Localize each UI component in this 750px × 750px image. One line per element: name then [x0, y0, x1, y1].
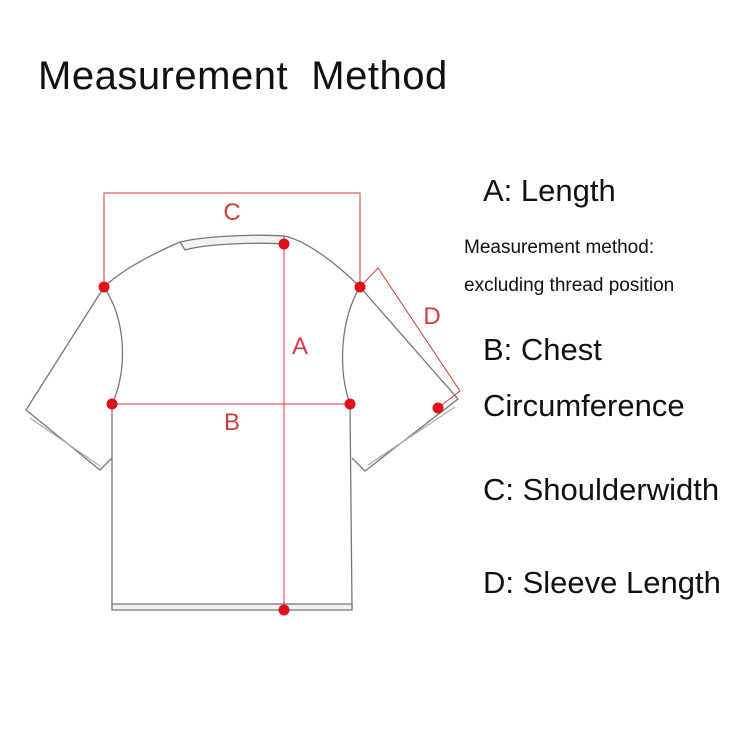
left-sleeve: [25, 286, 113, 471]
point-b-right: [344, 398, 356, 410]
page-title: Measurement Method: [38, 54, 448, 98]
label-d: D: [423, 303, 440, 330]
right-sleeve-hem: [367, 406, 456, 466]
legend-a-title: A: Length: [483, 173, 616, 208]
legend-b-title-line1: B: Chest: [483, 332, 602, 367]
left-armhole: [103, 286, 124, 405]
point-a-bottom: [278, 604, 290, 616]
point-b-left: [106, 398, 118, 410]
body-right-side: [349, 403, 353, 609]
collar: [178, 234, 285, 251]
label-c: C: [223, 199, 240, 226]
d-bracket: [359, 267, 461, 409]
tshirt-outline: [25, 234, 459, 611]
legend-a-note-line2: excluding thread position: [464, 275, 675, 296]
measurement-lines: [103, 192, 461, 610]
c-bracket: [103, 192, 361, 287]
body-hem: [111, 603, 353, 611]
right-shoulder: [283, 235, 361, 288]
left-shoulder: [103, 241, 181, 288]
point-a-top: [278, 238, 290, 250]
label-a: A: [292, 333, 308, 360]
legend-c-title: C: Shoulderwidth: [483, 472, 720, 507]
right-sleeve: [351, 286, 459, 472]
legend-d-title: D: Sleeve Length: [483, 565, 721, 600]
measurement-points: [98, 238, 444, 616]
right-armhole: [341, 286, 361, 405]
point-d-end: [432, 402, 444, 414]
point-c-right: [354, 281, 366, 293]
left-sleeve-hem: [29, 417, 101, 467]
legend-b-title-line2: Circumference: [483, 388, 685, 423]
legend-a-note-line1: Measurement method:: [464, 237, 655, 258]
label-b: B: [224, 409, 240, 436]
point-c-left: [98, 281, 110, 293]
